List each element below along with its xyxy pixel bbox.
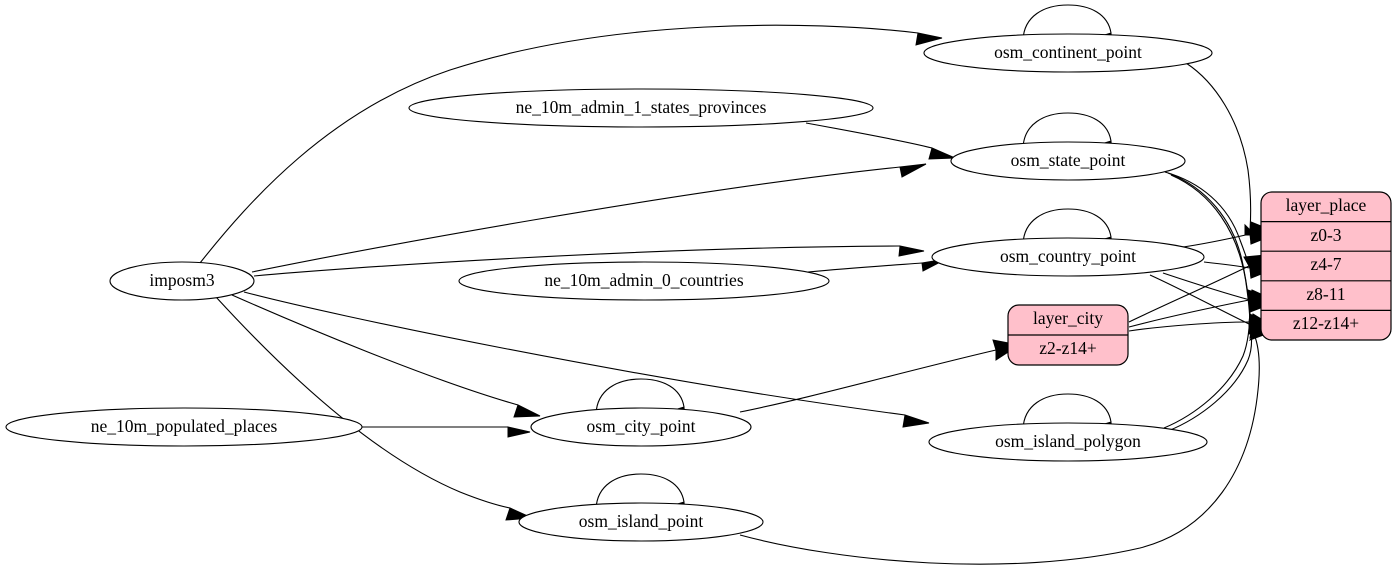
edge-osm_island_polygon-to-layer_place-z12-z14+ [1167, 321, 1278, 432]
edge-ne_states-to-osm_state_point [805, 122, 956, 160]
node-osm_city_point[interactable]: osm_city_point [530, 407, 752, 447]
node-imposm3-label: imposm3 [149, 270, 214, 290]
layer_place-row-z8-11[interactable]: z8-11 [1306, 284, 1345, 304]
edge-imposm3-to-osm_island_point [215, 296, 533, 521]
node-layer: imposm3 ne_10m_admin_1_states_provinces … [5, 33, 1392, 542]
edge-imposm3-to-osm_state_point [251, 163, 927, 273]
node-osm_country_point[interactable]: osm_country_point [931, 237, 1205, 277]
node-ne_10m_populated_places[interactable]: ne_10m_populated_places [5, 407, 363, 447]
node-layer_place[interactable]: layer_place z0-3 z4-7 z8-11 z12-z14+ [1260, 191, 1392, 341]
node-osm_island_polygon-label: osm_island_polygon [995, 431, 1141, 451]
edge-osm_city_point-to-layer_city-z2-z14+ [739, 339, 1021, 413]
node-osm_state_point-label: osm_state_point [1011, 150, 1126, 170]
edge-ne_countries-to-osm_country_point [807, 258, 947, 273]
edge-osm_state_point-to-layer_place-z8-11 [1167, 172, 1278, 312]
layer_place-row-z0-3[interactable]: z0-3 [1310, 225, 1341, 245]
layer_place-header-label: layer_place [1286, 195, 1367, 215]
node-osm_continent_point-label: osm_continent_point [994, 42, 1142, 62]
edge-imposm3-to-osm_continent_point [199, 24, 943, 264]
node-osm_island_point[interactable]: osm_island_point [518, 502, 764, 542]
node-osm_state_point[interactable]: osm_state_point [950, 141, 1186, 181]
node-osm_island_polygon[interactable]: osm_island_polygon [928, 422, 1208, 462]
node-ne_10m_admin_1_states_provinces[interactable]: ne_10m_admin_1_states_provinces [408, 88, 874, 128]
layer_city-row-z2-z14[interactable]: z2-z14+ [1039, 338, 1097, 358]
node-osm_city_point-label: osm_city_point [587, 416, 696, 436]
node-layer_city[interactable]: layer_city z2-z14+ [1007, 304, 1129, 366]
node-imposm3[interactable]: imposm3 [109, 261, 255, 301]
node-ne_10m_admin_0_countries[interactable]: ne_10m_admin_0_countries [458, 261, 830, 301]
edge-ne_places-to-osm_city_point [362, 426, 531, 438]
edge-imposm3-to-osm_country_point [253, 245, 925, 277]
node-ne_states-label: ne_10m_admin_1_states_provinces [516, 97, 767, 117]
edge-imposm3-to-osm_city_point [231, 294, 541, 418]
node-osm_island_point-label: osm_island_point [579, 511, 704, 531]
layer_place-row-z4-7[interactable]: z4-7 [1310, 254, 1341, 274]
node-ne_countries-label: ne_10m_admin_0_countries [544, 270, 743, 290]
node-osm_country_point-label: osm_country_point [1000, 246, 1136, 266]
edge-imposm3-to-osm_island_polygon [243, 291, 930, 428]
node-osm_continent_point[interactable]: osm_continent_point [923, 33, 1213, 73]
node-ne_places-label: ne_10m_populated_places [91, 416, 278, 436]
layer_place-row-z12-z14[interactable]: z12-z14+ [1293, 313, 1359, 333]
layer_city-header-label: layer_city [1033, 308, 1103, 328]
